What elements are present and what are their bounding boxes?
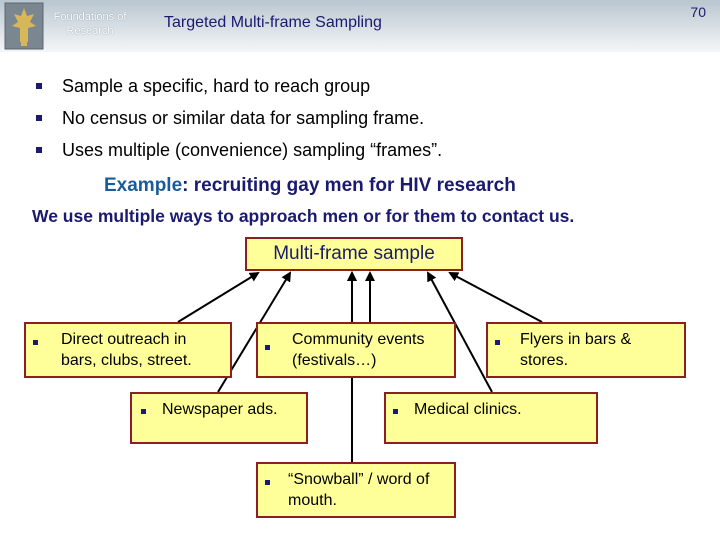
example-label: Example <box>104 175 183 196</box>
bullet-square-icon <box>265 480 270 485</box>
frame-box-direct-outreach: Direct outreach in bars, clubs, street. <box>24 322 232 378</box>
frame-text: “Snowball” / word of mouth. <box>288 471 430 509</box>
frame-text: Medical clinics. <box>414 401 522 418</box>
example-heading: Example: recruiting gay men for HIV rese… <box>104 175 516 197</box>
bullet-square-icon <box>33 340 38 345</box>
bullet-text: Sample a specific, hard to reach group <box>62 75 371 96</box>
university-crest-icon <box>4 2 44 50</box>
bullet-square-icon <box>495 340 500 345</box>
example-text: : recruiting gay men for HIV research <box>182 175 516 196</box>
frame-text: Newspaper ads. <box>162 401 278 418</box>
slide-title: Targeted Multi-frame Sampling <box>164 14 382 31</box>
frame-box-newspaper-ads: Newspaper ads. <box>130 392 308 444</box>
bullet-square-icon <box>141 409 146 414</box>
list-item: No census or similar data for sampling f… <box>36 102 442 134</box>
arrow-flyers <box>448 272 543 323</box>
frame-box-community-events: Community events (festivals…) <box>256 322 456 378</box>
bullet-text: No census or similar data for sampling f… <box>62 107 425 128</box>
course-name: Foundations of Research <box>53 11 127 37</box>
page-number: 70 <box>690 4 706 20</box>
bullet-list: Sample a specific, hard to reach group N… <box>36 70 442 166</box>
list-item: Sample a specific, hard to reach group <box>36 70 442 102</box>
frame-box-medical-clinics: Medical clinics. <box>384 392 598 444</box>
frame-text: Flyers in bars & stores. <box>520 331 632 369</box>
frame-text: Community events (festivals…) <box>292 331 425 369</box>
bullet-square-icon <box>36 115 42 121</box>
frame-box-snowball: “Snowball” / word of mouth. <box>256 462 456 518</box>
frame-box-flyers: Flyers in bars & stores. <box>486 322 686 378</box>
frame-text: Direct outreach in bars, clubs, street. <box>61 331 192 369</box>
arrow-direct-outreach <box>177 271 260 323</box>
multi-frame-sample-box: Multi-frame sample <box>245 237 463 271</box>
list-item: Uses multiple (convenience) sampling “fr… <box>36 134 442 166</box>
header-band <box>0 0 720 52</box>
bullet-square-icon <box>265 345 270 350</box>
bullet-square-icon <box>36 83 42 89</box>
bullet-square-icon <box>393 409 398 414</box>
bullet-text: Uses multiple (convenience) sampling “fr… <box>62 139 443 160</box>
approach-text: We use multiple ways to approach men or … <box>32 206 575 226</box>
bullet-square-icon <box>36 147 42 153</box>
arrow-medical-clinics <box>427 271 493 393</box>
